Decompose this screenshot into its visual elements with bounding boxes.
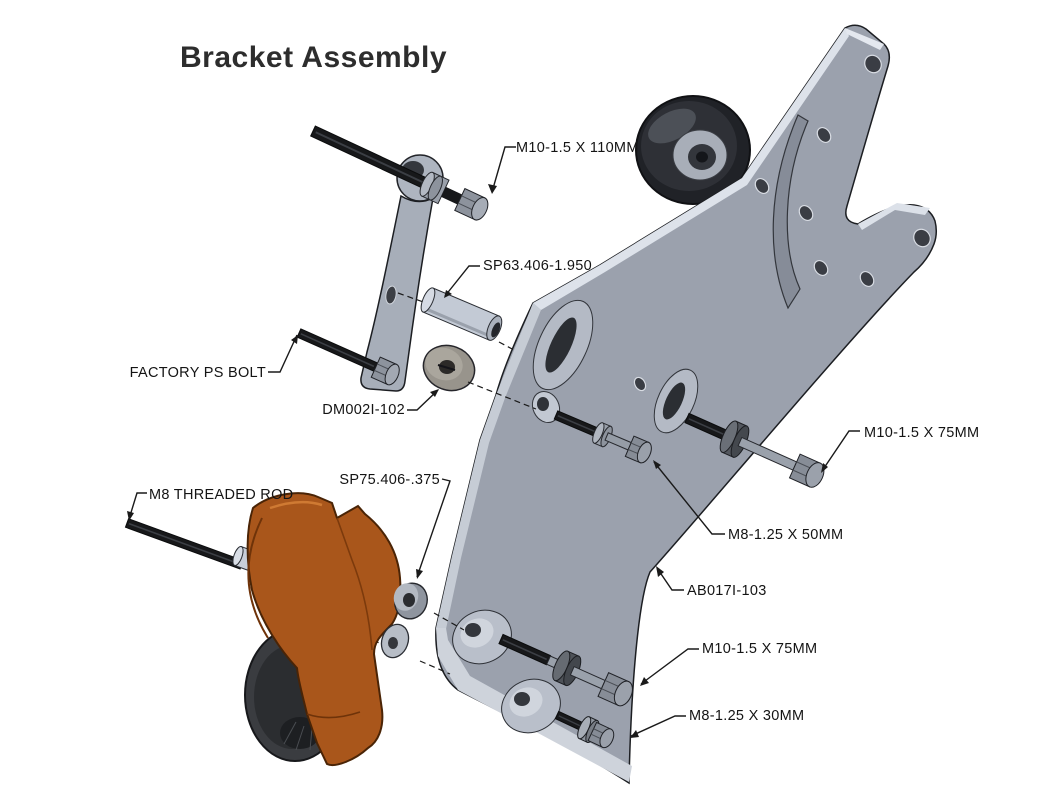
plate-recess [772,114,809,310]
tensioner-body [246,492,402,766]
lower-washer [380,623,410,659]
bolt-m10-75-upper [684,412,825,488]
callout-m10-75-lower-label: M10-1.5 X 75MM [702,641,817,657]
callout-labels: M10-1.5 X 110MM SP63.406-1.950 FACTORY P… [130,140,980,724]
bracket-plate [435,24,938,785]
bolt-m8-30 [554,710,615,749]
callout-ab017i-label: AB017I-103 [687,583,767,599]
leader-arrowheads [127,184,828,738]
bolt-m10-75-lower [498,633,633,707]
callout-dm002i-label: DM002I-102 [322,402,405,418]
leader-lines [128,146,860,737]
bushing-dm002i [422,344,476,392]
m8-threaded-rod [124,518,244,570]
callout-sp75-label: SP75.406-.375 [339,472,440,488]
plate-slot-bosses [532,299,699,434]
bolt-factory-ps [296,328,400,386]
plate-counterbores [452,390,561,734]
bolt-m10-110 [310,125,489,221]
callout-m8-rod-label: M8 THREADED ROD [149,487,293,503]
plate-holes [633,54,931,392]
callout-m10-75-upper-label: M10-1.5 X 75MM [864,425,979,441]
bushing-sp75 [393,582,428,620]
spacer-sp63 [420,287,503,341]
callout-sp63-label: SP63.406-1.950 [483,258,592,274]
bolt-m8-50 [553,410,652,464]
callout-m8-30-label: M8-1.25 X 30MM [689,708,804,724]
callout-factory-bolt-label: FACTORY PS BOLT [130,365,266,381]
page-title: Bracket Assembly [180,41,447,74]
callout-m8-50-label: M8-1.25 X 50MM [728,527,843,543]
callout-m10-110-label: M10-1.5 X 110MM [516,140,639,156]
idler-pulley [635,95,751,205]
